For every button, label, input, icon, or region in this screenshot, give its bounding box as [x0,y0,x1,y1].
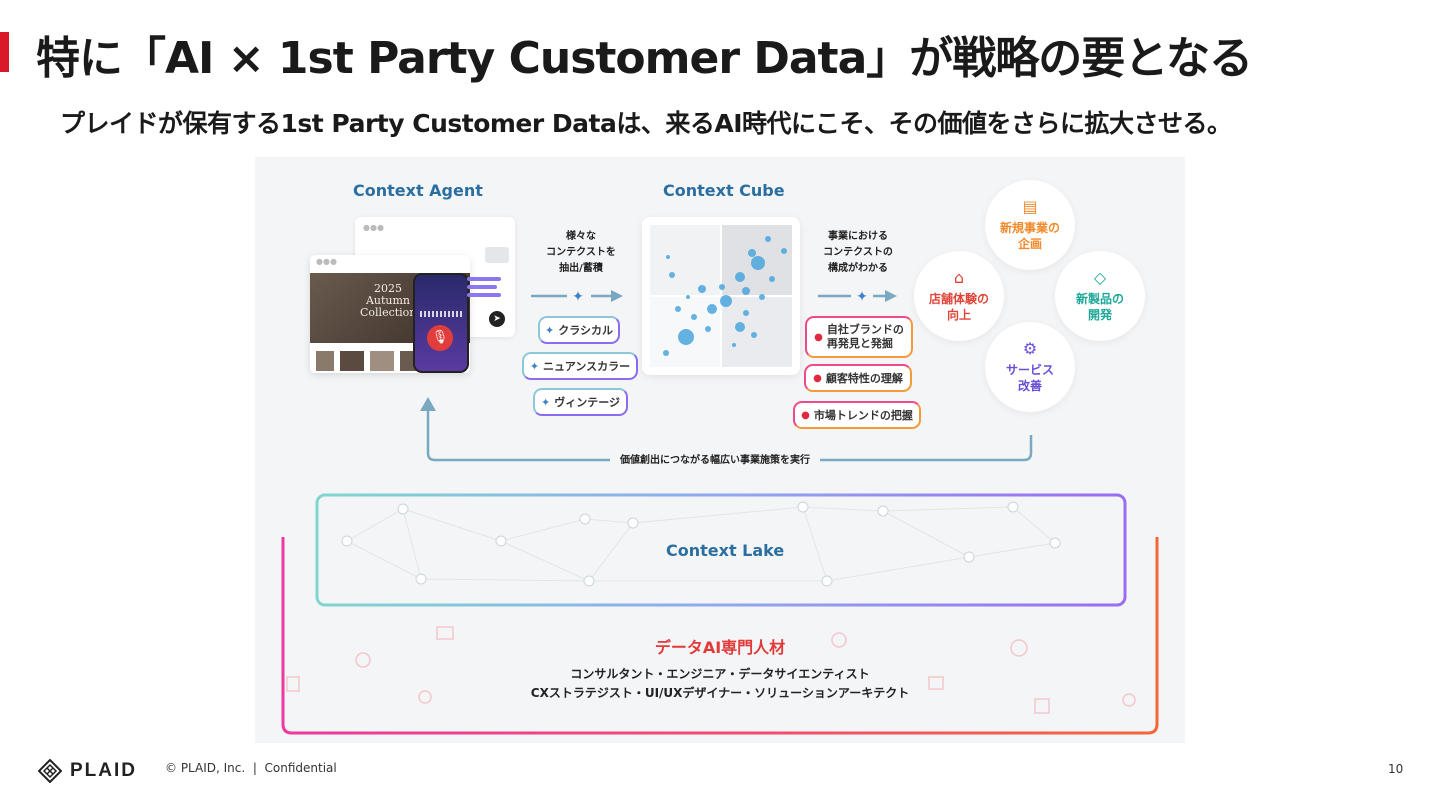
plaid-logo: PLAID [38,759,137,783]
step2-arrowhead [885,290,897,302]
footer-copyright: © PLAID, Inc. | Confidential [165,761,337,775]
outcome-service-improvement: ⚙ サービス 改善 [985,322,1075,412]
decorative-icons [286,626,1136,714]
diamond-icon: ◇ [1093,268,1107,287]
send-icon: ➤ [489,311,505,327]
insight-chip-market: ●市場トレンドの把握 [793,401,921,429]
step2-caption: 事業における コンテクストの 構成がわかる [823,231,893,274]
phone-mockup: 🎙 [413,273,469,373]
slide-title: 特に「AI × 1st Party Customer Data」が戦略の要となる [36,33,1253,84]
brand-name: PLAID [70,760,137,781]
store-icon: ⌂ [953,268,965,287]
specialists-line-2: CXストラテジスト・UI/UXデザイナー・ソリューションアーキテクト [530,686,910,700]
feedback-label: 価値創出につながる幅広い事業施策を実行 [610,451,820,466]
context-agent-title: Context Agent [353,181,483,200]
specialists-title: データAI専門人材 [654,638,786,657]
lake-nodes [341,501,1061,587]
feedback-arrowhead [420,397,436,411]
svg-text:✦: ✦ [572,289,584,305]
svg-text:✦: ✦ [856,289,868,305]
mic-icon[interactable]: 🎙 [427,325,453,351]
outcome-new-product: ◇ 新製品の 開発 [1055,251,1145,341]
gear-icon: ⚙ [1022,339,1038,358]
title-accent-bar [0,32,9,72]
insight-chip-brand: ●自社ブランドの 再発見と発掘 [805,316,913,358]
lake-network [346,506,1056,582]
outcome-new-business: ▤ 新規事業の 企画 [985,180,1075,270]
context-chip-vintage: ✦ヴィンテージ [533,388,628,416]
context-chip-nuance-color: ✦ニュアンスカラー [522,352,638,380]
step1-caption: 様々な コンテクストを 抽出/蓄積 [546,231,616,274]
context-cube-title: Context Cube [663,181,785,200]
outcome-store-experience: ⌂ 店舗体験の 向上 [914,251,1004,341]
page-number: 10 [1388,762,1404,776]
context-cube-panel [642,217,800,375]
insight-chip-customer: ●顧客特性の理解 [804,364,912,392]
plaid-logo-icon [38,759,62,783]
strategy-diagram: ✦ ✦ Context Agent ●●● ➤ ●●● 2025 Autumn … [255,157,1185,743]
context-cube-scatter [650,225,792,367]
slide-subtitle: プレイドが保有する1st Party Customer Dataは、来るAI時代… [60,109,1232,138]
presentation-icon: ▤ [1022,197,1038,216]
specialists-frame [281,537,1159,735]
context-lake-title: Context Lake [666,541,785,560]
context-lake-frame [315,493,1127,607]
context-chip-classical: ✦クラシカル [538,316,620,344]
step1-arrowhead [611,290,623,302]
specialists-line-1: コンサルタント・エンジニア・データサイエンティスト [570,667,870,681]
